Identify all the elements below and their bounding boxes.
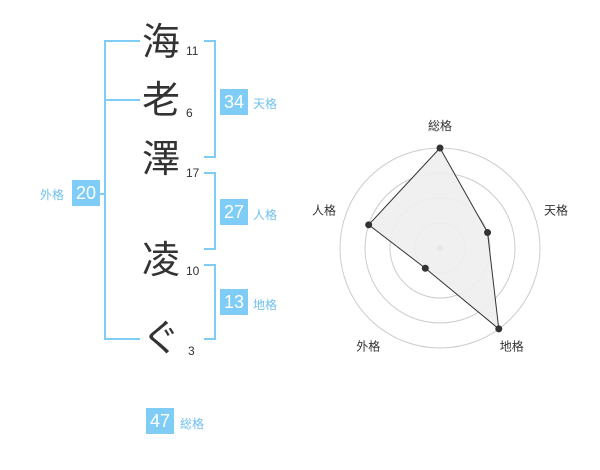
soukaku-label: 総格 — [180, 417, 205, 431]
stroke-count-5: 3 — [188, 344, 195, 358]
radar-axis-label-1: 総格 — [428, 118, 452, 133]
outer-bracket-mid-tick — [104, 99, 140, 101]
radar-point-1 — [436, 144, 444, 152]
radar-point-5 — [365, 221, 373, 229]
radar-axis-label-2: 天格 — [544, 202, 568, 217]
tenkaku-label: 天格 — [253, 97, 278, 111]
radar-series-polygon — [367, 147, 500, 331]
stroke-count-2: 6 — [186, 106, 193, 120]
radar-axis-label-4: 外格 — [356, 339, 380, 354]
gaikaku-label: 外格 — [40, 188, 65, 202]
jinkaku-label: 人格 — [253, 208, 278, 222]
name-char-1: 海 — [141, 20, 180, 64]
chikaku-value: 13 — [220, 289, 248, 315]
gaikaku-value: 20 — [72, 180, 100, 206]
name-char-2: 老 — [141, 78, 180, 122]
name-char-4: 凌 — [141, 238, 180, 282]
soukaku-value: 47 — [146, 408, 174, 434]
radar-point-4 — [421, 264, 429, 272]
radar-axis-label-5: 人格 — [312, 202, 336, 217]
outer-bracket — [104, 40, 140, 340]
name-char-5: ぐ — [141, 316, 180, 360]
radar-point-2 — [484, 229, 492, 237]
jinkaku-bracket — [204, 172, 216, 250]
stroke-count-3: 17 — [186, 166, 200, 180]
stroke-count-1: 11 — [186, 44, 199, 58]
stroke-count-4: 10 — [186, 264, 200, 278]
tenkaku-bracket — [204, 40, 216, 158]
radar-point-3 — [495, 325, 503, 333]
chikaku-bracket — [204, 264, 216, 340]
radar-axis-label-3: 地格 — [500, 339, 524, 354]
chikaku-label: 地格 — [253, 298, 278, 312]
outer-bracket-gaikaku-tick — [98, 193, 106, 195]
radar-series — [365, 144, 503, 333]
tenkaku-value: 34 — [220, 89, 248, 115]
name-char-3: 澤 — [141, 137, 180, 181]
jinkaku-value: 27 — [220, 199, 248, 225]
